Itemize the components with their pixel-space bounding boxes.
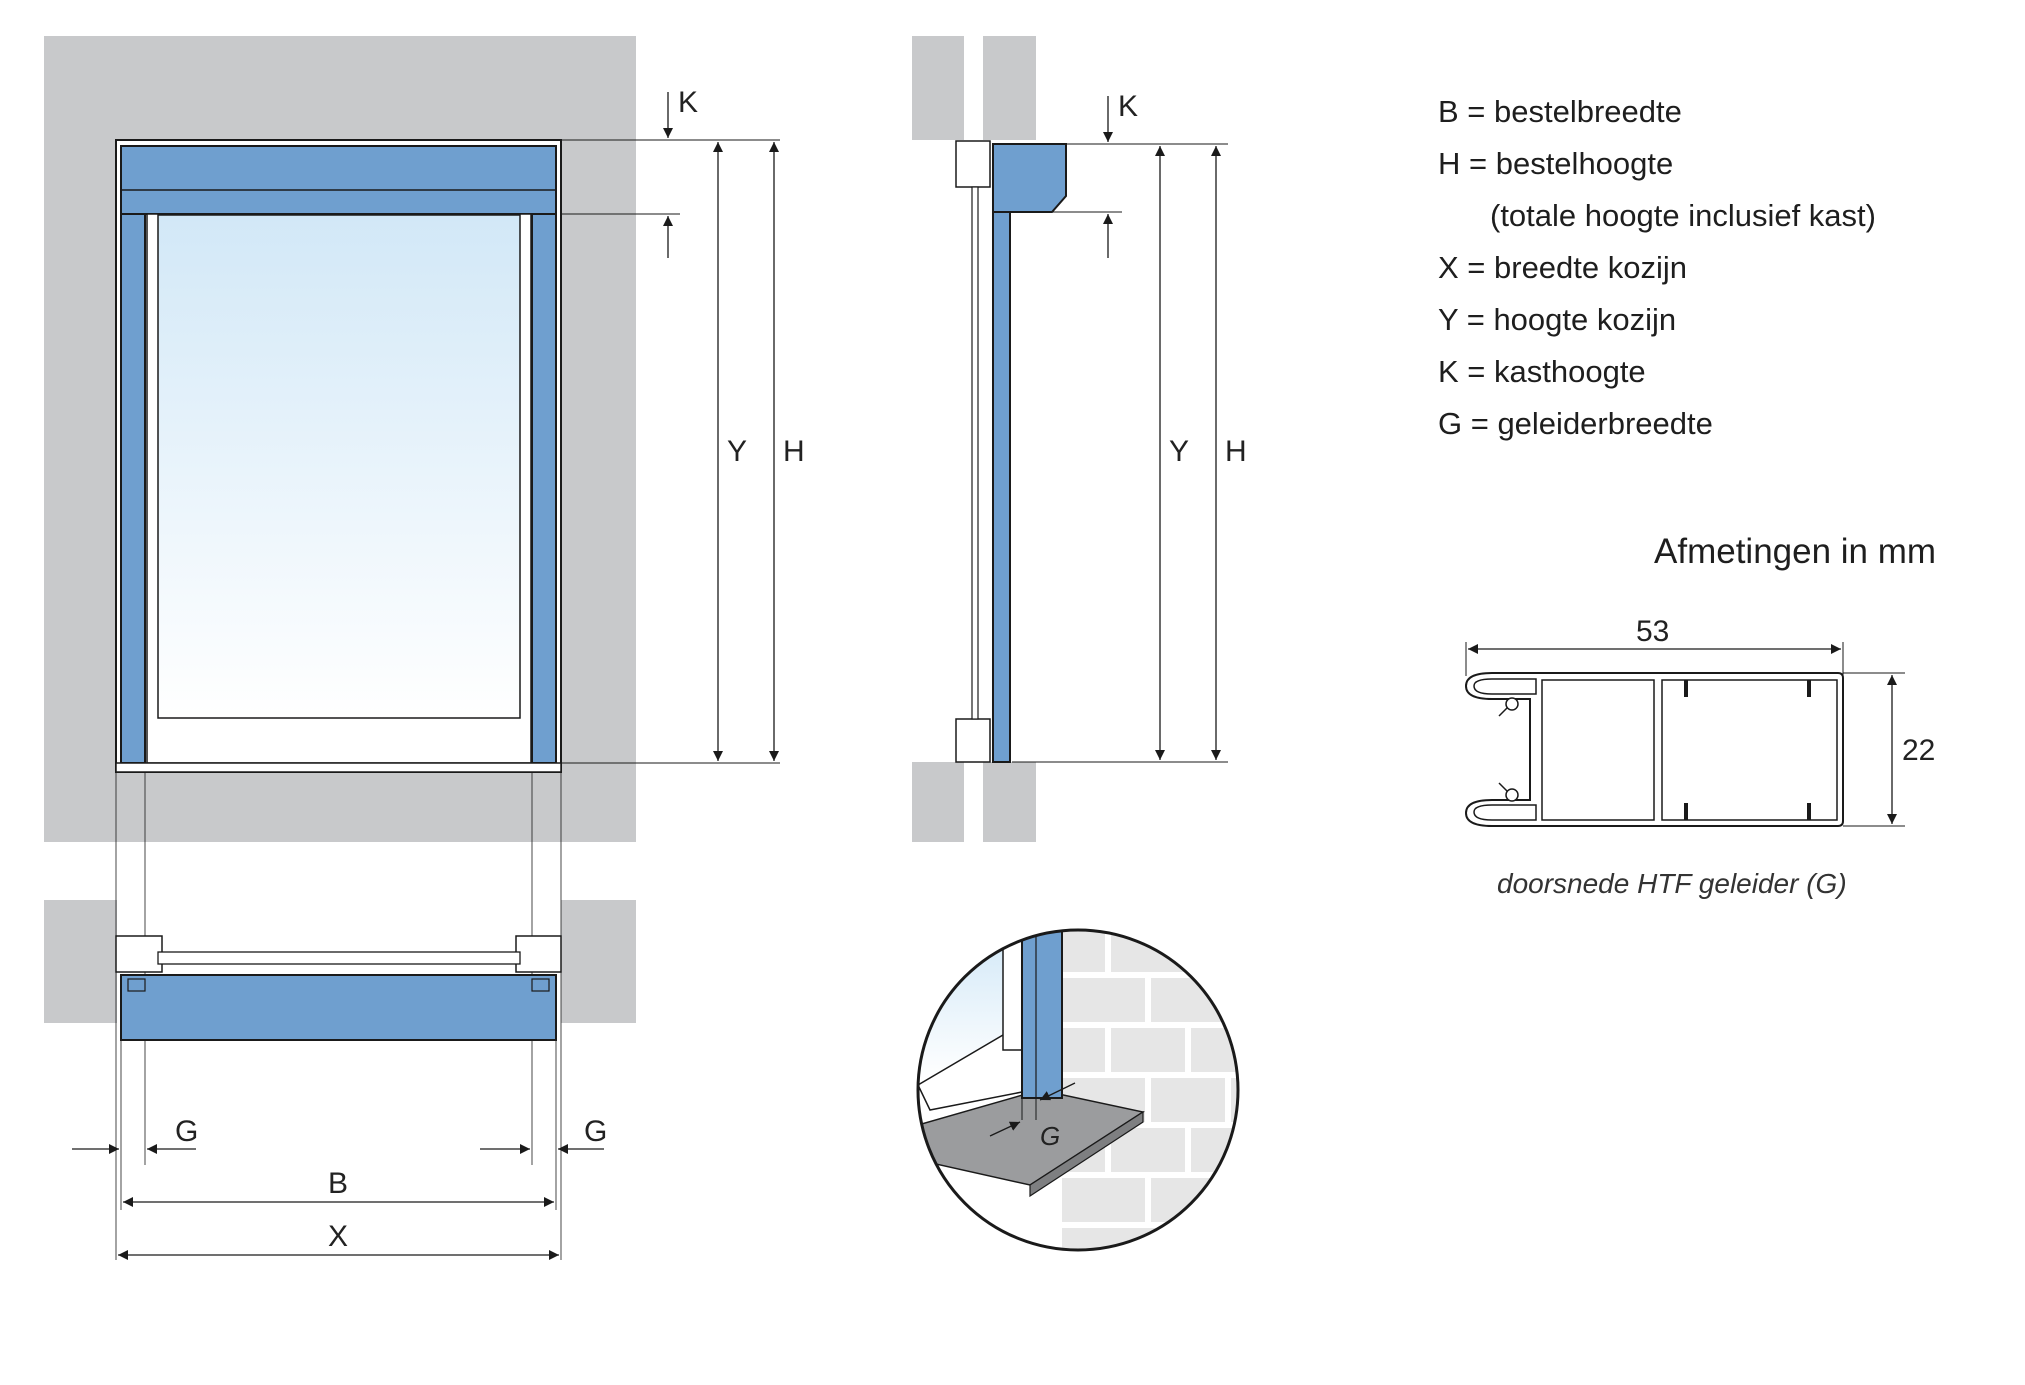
front-view: K Y H bbox=[44, 36, 805, 842]
side-k-label: K bbox=[1118, 90, 1138, 123]
plan-shutter-box bbox=[120, 974, 557, 1041]
plan-frame-right bbox=[515, 935, 562, 973]
detail-circle: G bbox=[916, 928, 1240, 1252]
side-view: K Y H bbox=[912, 36, 1247, 842]
profile-pin-bottom bbox=[1505, 788, 1519, 802]
side-y-label: Y bbox=[1169, 435, 1189, 468]
detail-guide bbox=[1021, 930, 1063, 1099]
side-glass bbox=[971, 186, 979, 720]
plan-g-right-label: G bbox=[584, 1115, 607, 1148]
plan-guide-right bbox=[531, 978, 550, 992]
side-h-label: H bbox=[1225, 435, 1247, 468]
legend-item: H = bestelhoogte bbox=[1438, 146, 1674, 181]
profile-chamber-left bbox=[1541, 679, 1655, 821]
profile-section: 53 22 bbox=[1464, 615, 1935, 827]
profile-width-label: 53 bbox=[1636, 615, 1669, 648]
side-wall-bottom-outer bbox=[983, 762, 1036, 842]
guide-left bbox=[120, 213, 146, 764]
plan-x-label: X bbox=[328, 1220, 348, 1253]
plan-b-label: B bbox=[328, 1167, 348, 1200]
shutter-box bbox=[120, 145, 557, 215]
legend: B = bestelbreedte H = bestelhoogte (tota… bbox=[1438, 86, 1876, 450]
side-shutter-box bbox=[992, 143, 1067, 213]
front-y-label: Y bbox=[727, 435, 747, 468]
legend-item: K = kasthoogte bbox=[1438, 354, 1646, 389]
legend-item: X = breedte kozijn bbox=[1438, 250, 1688, 285]
plan-wall-right bbox=[561, 900, 636, 1023]
plan-wall-left bbox=[44, 900, 117, 1023]
legend-item: Y = hoogte kozijn bbox=[1438, 302, 1677, 337]
side-frame-bottom bbox=[955, 718, 991, 763]
side-wall-top-inner bbox=[912, 36, 964, 140]
side-guide bbox=[992, 195, 1011, 763]
side-wall-bottom-inner bbox=[912, 762, 964, 842]
plan-g-left-label: G bbox=[175, 1115, 198, 1148]
front-h-label: H bbox=[783, 435, 805, 468]
legend-item: G = geleiderbreedte bbox=[1438, 406, 1713, 441]
plan-glass bbox=[157, 951, 521, 965]
profile-caption: doorsnede HTF geleider (G) bbox=[1497, 868, 1847, 899]
plan-frame-left bbox=[115, 935, 163, 973]
units-label: Afmetingen in mm bbox=[1654, 532, 1937, 571]
plan-view: G G B X bbox=[44, 772, 636, 1260]
legend-item: B = bestelbreedte bbox=[1438, 94, 1682, 129]
profile-height-label: 22 bbox=[1902, 734, 1935, 767]
plan-guide-left bbox=[127, 978, 146, 992]
window-glass bbox=[157, 214, 521, 719]
guide-right bbox=[531, 213, 557, 764]
side-wall-top-outer bbox=[983, 36, 1036, 140]
detail-g-label: G bbox=[1040, 1121, 1060, 1151]
side-frame-top bbox=[955, 140, 991, 188]
front-k-label: K bbox=[678, 86, 698, 119]
profile-pin-top bbox=[1505, 697, 1519, 711]
legend-item: (totale hoogte inclusief kast) bbox=[1490, 198, 1876, 233]
profile-chamber-right bbox=[1661, 679, 1838, 821]
window-sill bbox=[115, 762, 562, 773]
